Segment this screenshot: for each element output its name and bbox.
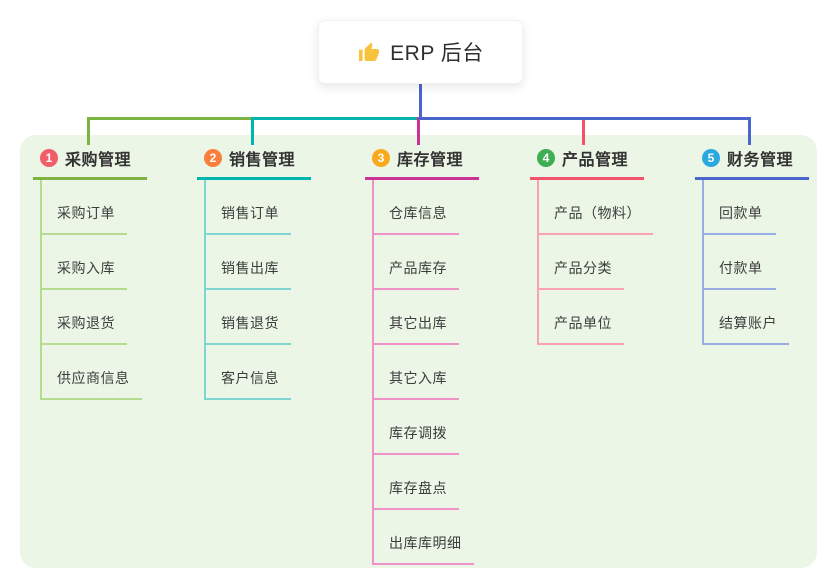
branches-panel	[20, 135, 817, 568]
branch-item-list: 采购订单 采购入库 采购退货 供应商信息	[40, 180, 147, 400]
branch-item-label: 结算账户	[719, 315, 777, 331]
branch-item-label: 产品库存	[389, 260, 447, 276]
branch-title-label: 库存管理	[397, 152, 464, 169]
branch-item-label: 其它入库	[389, 370, 447, 386]
branch-title[interactable]: 5 财务管理	[695, 146, 810, 180]
branch-item-label: 产品分类	[554, 260, 612, 276]
branch-item-label: 销售订单	[221, 205, 279, 221]
branch-item[interactable]: 产品（物料）	[539, 180, 653, 235]
branch-item[interactable]: 采购退货	[42, 290, 127, 345]
branch-column-2: 2 销售管理 销售订单 销售出库 销售退货 客户信息	[197, 146, 312, 400]
branch-item[interactable]: 客户信息	[206, 345, 291, 400]
branch-item-list: 销售订单 销售出库 销售退货 客户信息	[204, 180, 311, 400]
branch-item[interactable]: 仓库信息	[374, 180, 459, 235]
branch-title[interactable]: 1 采购管理	[33, 146, 148, 180]
branch-item-label: 付款单	[719, 260, 763, 276]
branch-item[interactable]: 出库库明细	[374, 510, 474, 565]
branch-number-badge: 1	[40, 149, 58, 167]
branch-item[interactable]: 采购订单	[42, 180, 127, 235]
branch-title-label: 采购管理	[65, 152, 132, 169]
branch-title-label: 产品管理	[562, 152, 629, 169]
branch-item[interactable]: 其它入库	[374, 345, 459, 400]
branch-item-label: 采购入库	[57, 260, 115, 276]
branch-item-label: 采购订单	[57, 205, 115, 221]
branch-item-label: 供应商信息	[57, 370, 130, 386]
branch-item[interactable]: 产品单位	[539, 290, 624, 345]
thumbs-up-icon	[357, 40, 381, 64]
branch-item-label: 采购退货	[57, 315, 115, 331]
branch-item[interactable]: 产品分类	[539, 235, 624, 290]
branch-title[interactable]: 2 销售管理	[197, 146, 312, 180]
branch-item[interactable]: 付款单	[704, 235, 776, 290]
branch-item[interactable]: 结算账户	[704, 290, 789, 345]
branch-item-label: 销售出库	[221, 260, 279, 276]
branch-column-4: 4 产品管理 产品（物料） 产品分类 产品单位	[530, 146, 653, 345]
branch-item[interactable]: 产品库存	[374, 235, 459, 290]
branch-item-label: 仓库信息	[389, 205, 447, 221]
branch-item-label: 销售退货	[221, 315, 279, 331]
branch-item[interactable]: 采购入库	[42, 235, 127, 290]
branch-item[interactable]: 库存调拨	[374, 400, 459, 455]
branch-item-label: 库存调拨	[389, 425, 447, 441]
branch-item-list: 仓库信息 产品库存 其它出库 其它入库 库存调拨 库存盘点 出库库明细	[372, 180, 479, 565]
branch-item-label: 产品（物料）	[554, 205, 641, 221]
branch-item-label: 产品单位	[554, 315, 612, 331]
branch-number-badge: 4	[537, 149, 555, 167]
root-node-label: ERP 后台	[390, 42, 484, 65]
branch-title-label: 财务管理	[727, 152, 794, 169]
branch-title[interactable]: 3 库存管理	[365, 146, 480, 180]
branch-column-1: 1 采购管理 采购订单 采购入库 采购退货 供应商信息	[33, 146, 148, 400]
branch-item[interactable]: 其它出库	[374, 290, 459, 345]
branch-number-badge: 2	[204, 149, 222, 167]
branch-item[interactable]: 供应商信息	[42, 345, 142, 400]
branch-title-label: 销售管理	[229, 152, 296, 169]
branch-item[interactable]: 回款单	[704, 180, 776, 235]
branch-item[interactable]: 销售出库	[206, 235, 291, 290]
branch-item[interactable]: 库存盘点	[374, 455, 459, 510]
branch-item-list: 回款单 付款单 结算账户	[702, 180, 809, 345]
branch-item[interactable]: 销售退货	[206, 290, 291, 345]
branch-item[interactable]: 销售订单	[206, 180, 291, 235]
root-node[interactable]: ERP 后台	[318, 20, 523, 84]
branch-number-badge: 3	[372, 149, 390, 167]
branch-title[interactable]: 4 产品管理	[530, 146, 645, 180]
branch-item-list: 产品（物料） 产品分类 产品单位	[537, 180, 653, 345]
branch-column-5: 5 财务管理 回款单 付款单 结算账户	[695, 146, 810, 345]
branch-column-3: 3 库存管理 仓库信息 产品库存 其它出库 其它入库 库存调拨 库存盘点 出库库…	[365, 146, 480, 565]
branch-item-label: 出库库明细	[389, 535, 462, 551]
branch-item-label: 回款单	[719, 205, 763, 221]
branch-number-badge: 5	[702, 149, 720, 167]
branch-item-label: 其它出库	[389, 315, 447, 331]
branch-item-label: 库存盘点	[389, 480, 447, 496]
branch-item-label: 客户信息	[221, 370, 279, 386]
